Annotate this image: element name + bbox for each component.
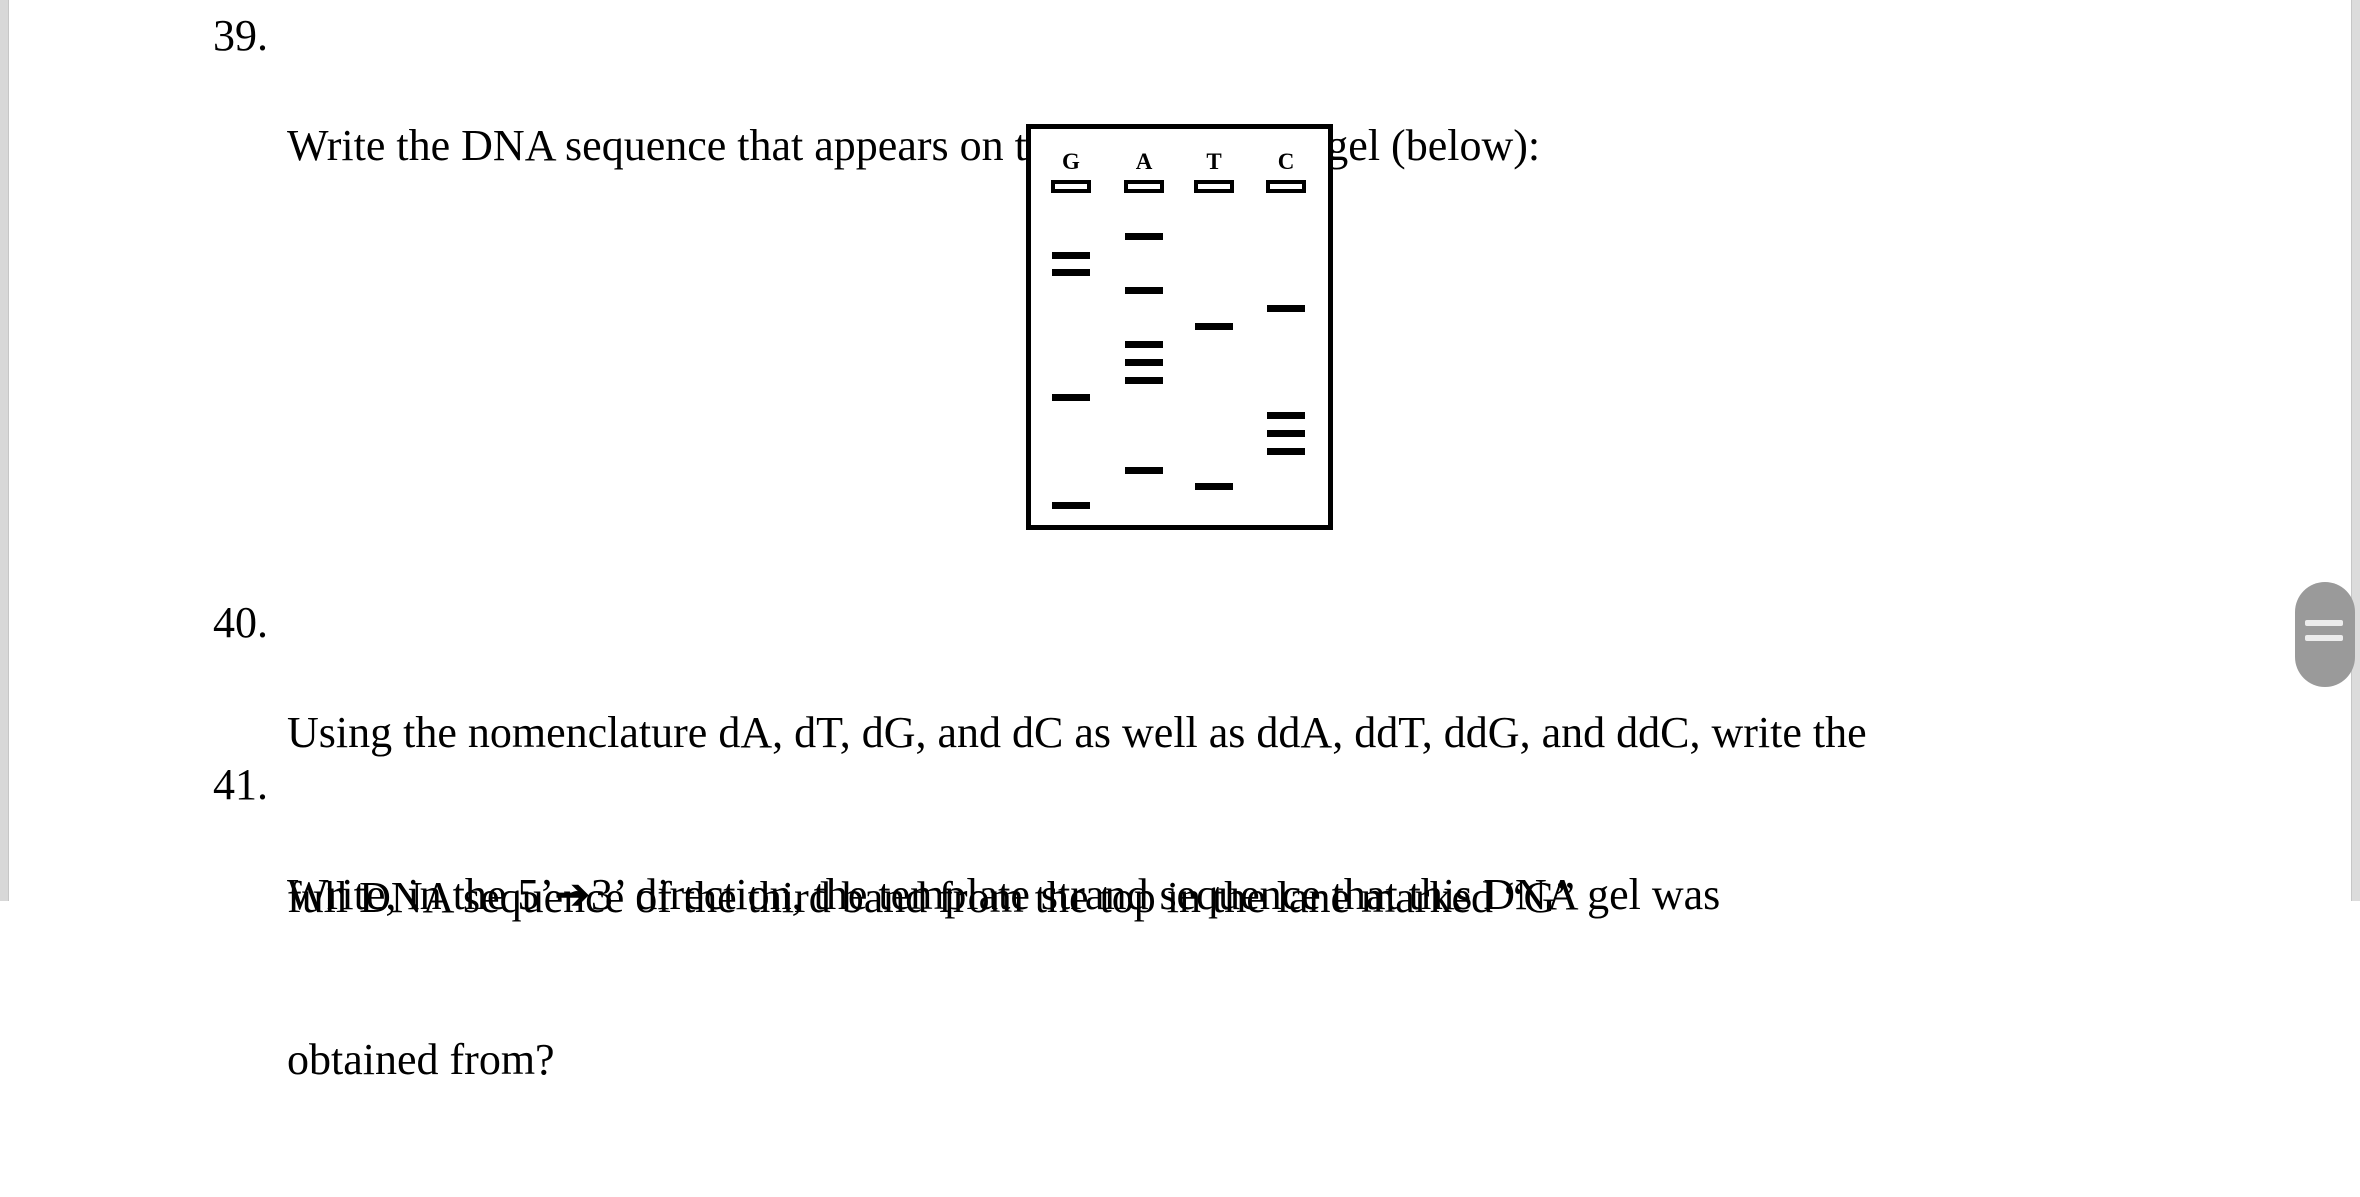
lane-label-a: A — [1135, 149, 1153, 174]
page-left-edge — [0, 0, 9, 901]
dna-band-a — [1125, 233, 1163, 240]
lane-label-t: T — [1206, 149, 1222, 174]
question-39-text: Write the DNA sequence that appears on t… — [287, 8, 1540, 283]
sample-well-c — [1266, 180, 1306, 193]
dna-band-c — [1267, 305, 1305, 312]
scrollbar-grip-line — [2305, 620, 2343, 626]
question-41-number: 41. — [213, 760, 268, 809]
dna-band-c — [1267, 430, 1305, 437]
dna-band-c — [1267, 412, 1305, 419]
question-39: 39. Write the DNA sequence that appears … — [213, 8, 1540, 283]
dna-band-t — [1195, 483, 1233, 490]
question-41: 41. Write, in the 5’➔3’ direction, the t… — [213, 757, 1720, 1197]
dna-band-a — [1125, 341, 1163, 348]
dna-band-g — [1052, 394, 1090, 401]
question-line: Write the DNA sequence that appears on t… — [287, 121, 1541, 170]
dna-band-a — [1125, 359, 1163, 366]
question-line: Using the nomenclature dA, dT, dG, and d… — [287, 708, 1867, 757]
question-line: Write, in the 5’➔3’ direction, the templ… — [287, 870, 1721, 919]
sample-well-a — [1124, 180, 1164, 193]
scrollbar-track[interactable] — [2351, 0, 2360, 901]
question-40-number: 40. — [213, 598, 268, 647]
sample-well-g — [1051, 180, 1091, 193]
sample-well-t — [1194, 180, 1234, 193]
dna-band-a — [1125, 467, 1163, 474]
question-41-text: Write, in the 5’➔3’ direction, the templ… — [287, 757, 1720, 1197]
dna-band-g — [1052, 269, 1090, 276]
dna-band-g — [1052, 252, 1090, 259]
question-39-number: 39. — [213, 11, 268, 60]
scrollbar-thumb[interactable] — [2295, 582, 2355, 687]
lane-label-c: C — [1277, 149, 1295, 174]
dna-band-c — [1267, 448, 1305, 455]
dna-band-g — [1052, 502, 1090, 509]
dna-band-t — [1195, 323, 1233, 330]
dna-band-a — [1125, 377, 1163, 384]
dna-band-a — [1125, 287, 1163, 294]
scrollbar-grip-line — [2305, 635, 2343, 641]
question-line: obtained from? — [287, 1035, 555, 1084]
lane-label-g: G — [1062, 149, 1080, 174]
